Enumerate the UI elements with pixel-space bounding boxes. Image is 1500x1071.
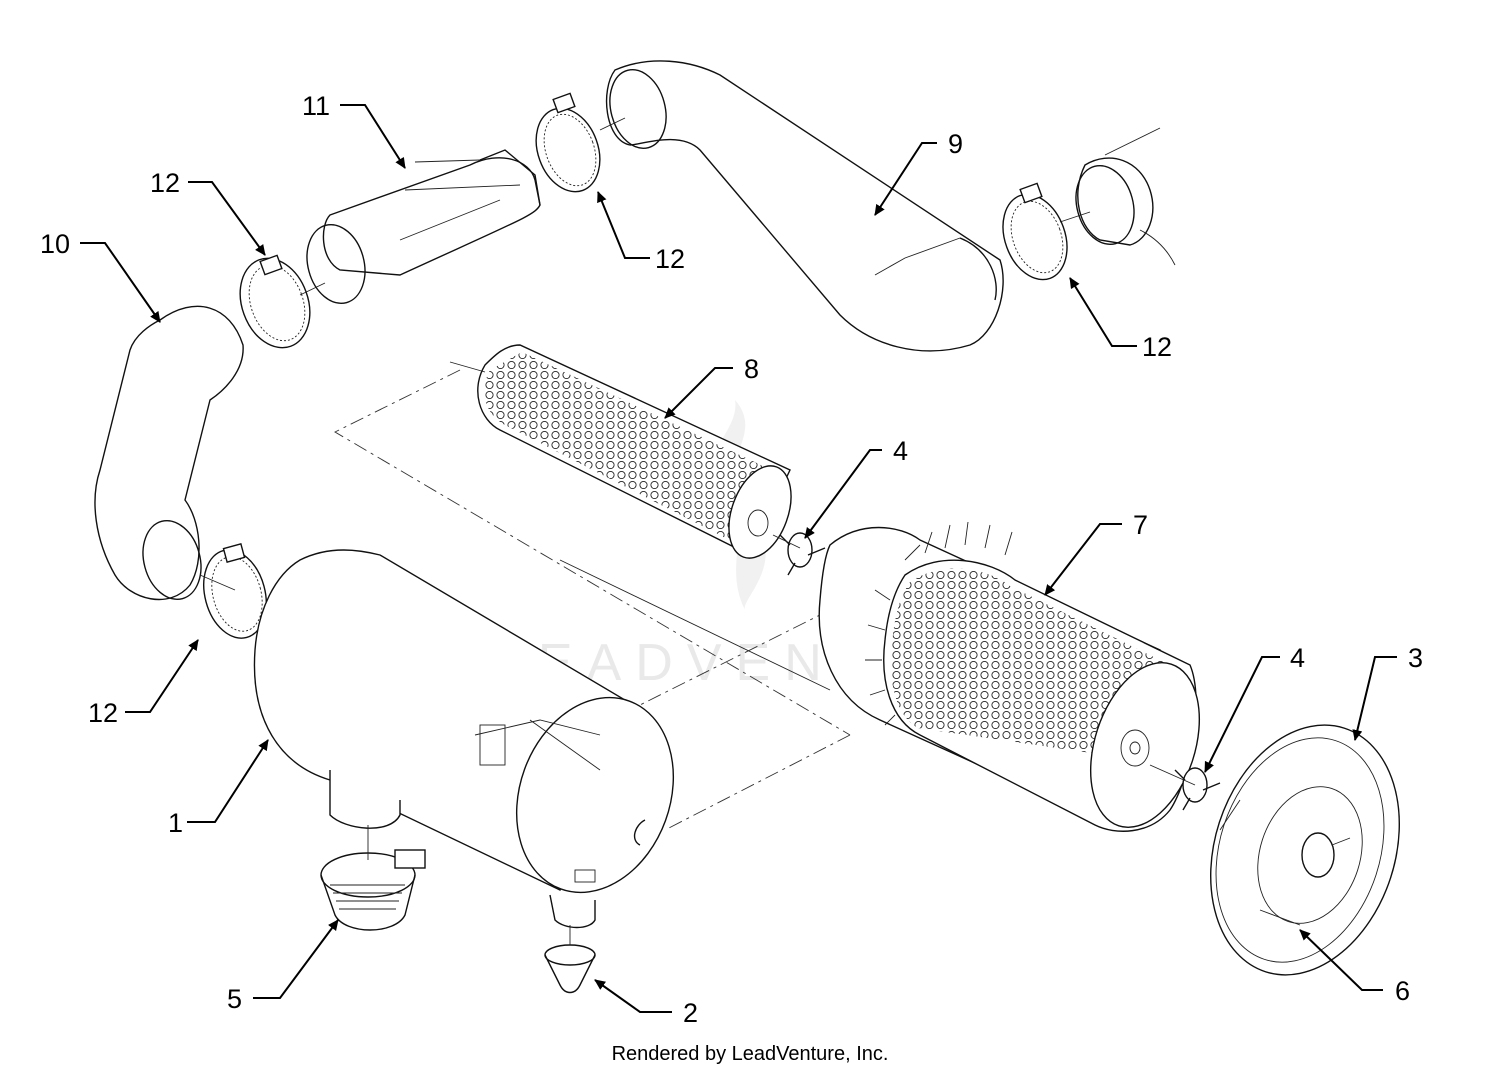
callout-part-12-d: 12 <box>88 698 118 728</box>
callout-part-3: 3 <box>1408 643 1423 673</box>
callout-part-1: 1 <box>168 808 183 838</box>
wing-nut-part-4 <box>772 532 826 576</box>
callout-part-4-upper: 4 <box>893 436 908 466</box>
callout-part-6: 6 <box>1395 976 1410 1006</box>
hose-clamp-part-12 <box>203 543 267 639</box>
leader-lines <box>80 104 1397 1013</box>
wing-nut-part-4 <box>1149 764 1221 811</box>
callout-labels: 1 2 3 4 4 5 6 7 8 9 10 11 12 12 12 12 <box>40 91 1423 1028</box>
centerline <box>199 574 236 591</box>
vacuator-valve-part-2 <box>544 925 596 994</box>
callout-part-12-b: 12 <box>655 244 685 274</box>
centerline <box>1059 211 1091 223</box>
centerline <box>599 117 626 131</box>
engine-intake-stub <box>1075 127 1176 266</box>
air-cleaner-housing-part-1 <box>253 549 675 929</box>
centerline <box>299 282 326 296</box>
callout-part-4-lower: 4 <box>1290 643 1305 673</box>
primary-filter-part-7 <box>818 521 1201 832</box>
assembly-axis-line <box>664 734 851 831</box>
safety-filter-part-8 <box>449 344 792 559</box>
lower-air-hose-part-10 <box>94 305 244 601</box>
dust-cup-part-5 <box>320 825 426 931</box>
callout-part-12-a: 12 <box>150 168 180 198</box>
callout-part-8: 8 <box>744 354 759 384</box>
end-cover-part-3 <box>1210 724 1400 976</box>
assembly-axis-line <box>559 559 831 691</box>
assembly-axis-line <box>599 599 851 726</box>
callout-part-5: 5 <box>227 984 242 1014</box>
callout-part-12-c: 12 <box>1142 332 1172 362</box>
callout-part-2: 2 <box>683 998 698 1028</box>
callout-part-9: 9 <box>948 129 963 159</box>
callout-part-11: 11 <box>302 91 330 121</box>
callout-part-10: 10 <box>40 229 70 259</box>
assembly-axis-line <box>334 369 851 736</box>
hose-clamp-part-12 <box>1002 182 1068 281</box>
hose-clamp-part-12 <box>535 92 601 193</box>
upper-air-hose-part-9 <box>605 60 1004 352</box>
callout-part-7: 7 <box>1133 510 1148 540</box>
inlet-adapter-part-11 <box>306 149 541 305</box>
render-credit: Rendered by LeadVenture, Inc. <box>612 1043 889 1065</box>
